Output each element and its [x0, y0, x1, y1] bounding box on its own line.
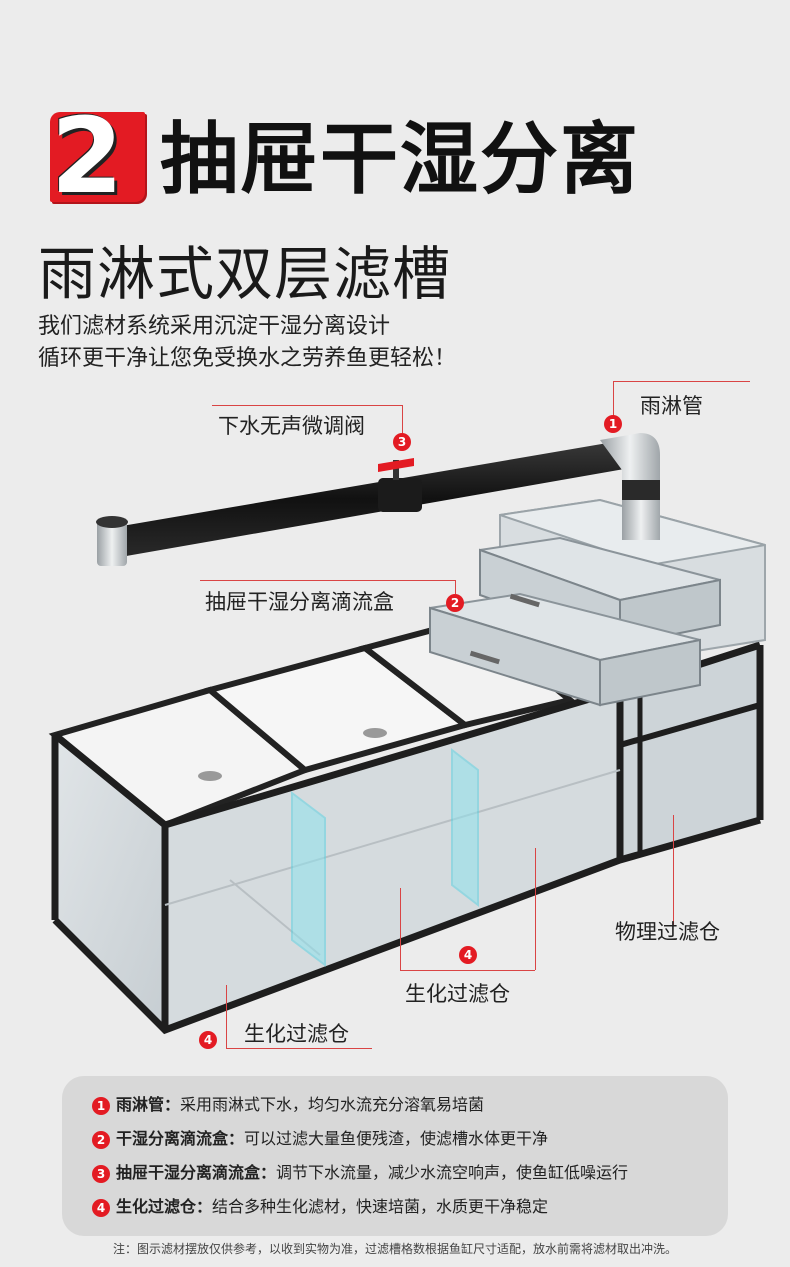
callout-badge-1: 1 [604, 415, 622, 433]
callout-badge-2: 2 [446, 594, 464, 612]
callout-line-bio-center-h [400, 970, 535, 971]
callout-line-rain-pipe [613, 381, 750, 382]
legend-item-1: 1 雨淋管：采用雨淋式下水，均匀水流充分溶氧易培菌 [92, 1094, 484, 1116]
legend-name-2: 干湿分离滴流盒： [116, 1129, 245, 1148]
filter-tank-illustration [48, 433, 766, 1035]
callout-line-bio-center-b [535, 848, 536, 970]
callout-line-bio-center-a [400, 888, 401, 970]
page-subtitle: 雨淋式双层滤槽 [38, 240, 452, 308]
rain-pipe [96, 433, 660, 566]
legend-text-2: 可以过滤大量鱼便残渣，使滤槽水体更干净 [244, 1129, 549, 1148]
legend-item-2: 2 干湿分离滴流盒：可以过滤大量鱼便残渣，使滤槽水体更干净 [92, 1128, 548, 1150]
callout-badge-4-center: 4 [459, 946, 477, 964]
legend-name-1: 雨淋管： [116, 1095, 181, 1114]
legend-badge-2: 2 [92, 1130, 110, 1149]
callout-line-rain-pipe-v [613, 381, 614, 416]
callout-badge-4-left: 4 [199, 1031, 217, 1049]
legend-name-4: 生化过滤仓： [116, 1197, 213, 1216]
callout-line-bio-left-h [226, 1048, 372, 1049]
description-line-2: 循环更干净让您免受换水之劳养鱼更轻松！ [38, 346, 457, 371]
callout-line-physical [673, 815, 674, 925]
callout-physical-chamber: 物理过滤仓 [615, 920, 720, 944]
callout-line-drip-box [200, 580, 455, 581]
legend-badge-1: 1 [92, 1096, 110, 1115]
legend-text-1: 采用雨淋式下水，均匀水流充分溶氧易培菌 [180, 1095, 485, 1114]
callout-bio-chamber-left: 生化过滤仓 [244, 1022, 349, 1046]
legend-item-3: 3 抽屉干湿分离滴流盒：调节下水流量，减少水流空响声，使鱼缸低噪运行 [92, 1162, 628, 1184]
legend-text-3: 调节下水流量，减少水流空响声，使鱼缸低噪运行 [276, 1163, 629, 1182]
callout-drip-box: 抽屉干湿分离滴流盒 [205, 590, 394, 614]
legend-item-4: 4 生化过滤仓：结合多种生化滤材，快速培菌，水质更干净稳定 [92, 1196, 548, 1218]
callout-valve: 下水无声微调阀 [218, 414, 365, 438]
step-badge [50, 112, 145, 202]
legend-text-4: 结合多种生化滤材，快速培菌，水质更干净稳定 [212, 1197, 549, 1216]
legend-name-3: 抽屉干湿分离滴流盒： [116, 1163, 277, 1182]
page-title: 抽屉干湿分离 [160, 115, 641, 205]
callout-line-bio-left [226, 985, 227, 1048]
footnote: 注：图示滤材摆放仅供参考，以收到实物为准，过滤槽格数根据鱼缸尺寸适配，放水前需将… [112, 1242, 677, 1256]
callout-rain-pipe: 雨淋管 [640, 394, 703, 418]
callout-bio-chamber-center: 生化过滤仓 [405, 982, 510, 1006]
description-line-1: 我们滤材系统采用沉淀干湿分离设计 [38, 314, 391, 339]
legend-panel: 1 雨淋管：采用雨淋式下水，均匀水流充分溶氧易培菌 2 干湿分离滴流盒：可以过滤大量… [62, 1076, 728, 1236]
legend-badge-3: 3 [92, 1164, 110, 1183]
callout-line-drip-box-v [455, 580, 456, 594]
step-badge-number: 2 [50, 95, 124, 217]
callout-line-valve [212, 405, 402, 406]
callout-line-valve-v [402, 405, 403, 435]
legend-badge-4: 4 [92, 1198, 110, 1217]
callout-badge-3: 3 [393, 433, 411, 451]
tank-body [48, 616, 764, 1035]
